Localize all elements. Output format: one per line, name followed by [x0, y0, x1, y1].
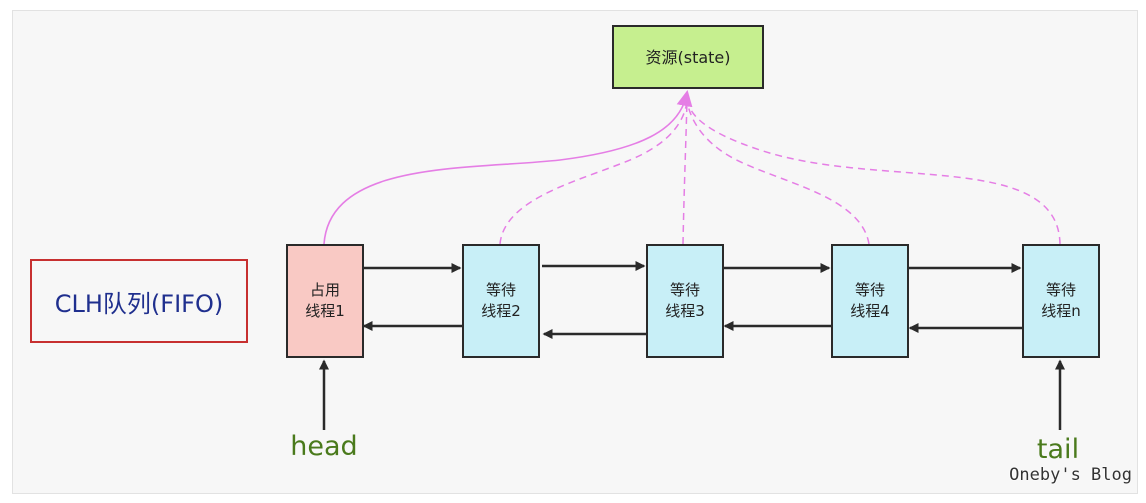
node-thread3: 等待 线程3: [646, 244, 724, 358]
tail-label: tail: [1036, 434, 1080, 465]
watermark: Oneby's Blog: [1009, 465, 1132, 485]
node-thread2: 等待 线程2: [462, 244, 540, 358]
node-thread1: 占用 线程1: [286, 244, 364, 358]
node-thread4: 等待 线程4: [831, 244, 909, 358]
node-label: 等待 线程n: [1041, 281, 1081, 320]
node-label: 等待 线程3: [665, 281, 705, 320]
wait-link-thread4: [686, 99, 870, 245]
head-label: head: [290, 431, 358, 462]
node-threadn: 等待 线程n: [1022, 244, 1100, 358]
diagram-canvas: [12, 10, 1138, 494]
clh-queue-label: CLH队列(FIFO): [30, 259, 248, 343]
wait-link-thread3: [682, 99, 688, 245]
node-label: 等待 线程2: [481, 281, 521, 320]
wait-link-thread2: [499, 99, 688, 245]
node-label: 等待 线程4: [850, 281, 890, 320]
node-label: 占用 线程1: [305, 281, 345, 320]
resource-state-box: 资源(state): [612, 25, 764, 89]
resource-state-label: 资源(state): [645, 47, 731, 67]
wait-link-threadn: [686, 99, 1061, 245]
occupy-link-thread1: [323, 90, 693, 245]
